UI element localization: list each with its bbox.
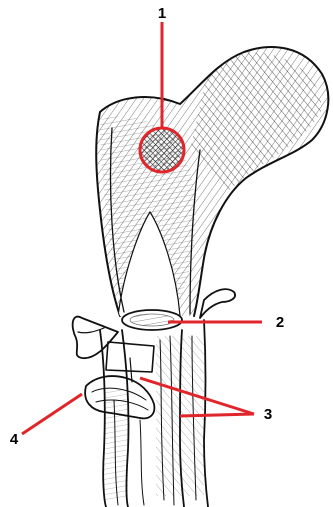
- callout-4-label: 4: [10, 431, 19, 448]
- femur-head: [90, 40, 330, 320]
- callout-4-line: [22, 394, 82, 434]
- callout-2-label: 2: [276, 314, 284, 331]
- callout-1-label: 1: [158, 5, 166, 22]
- callout-3-line-b: [180, 414, 254, 416]
- callout-3-label: 3: [264, 406, 272, 423]
